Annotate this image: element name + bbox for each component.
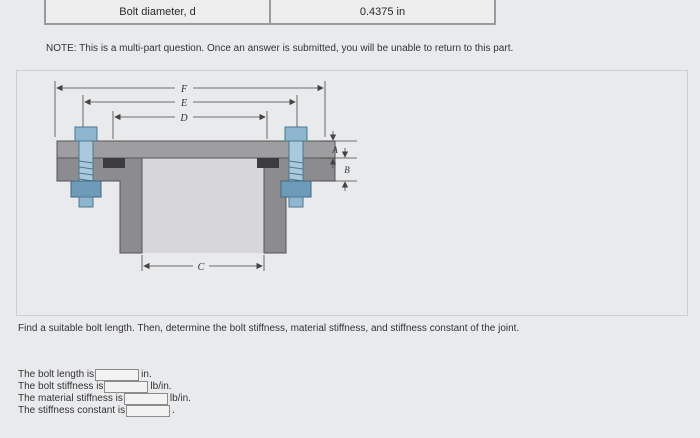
answer-unit: lb/in. bbox=[150, 381, 172, 392]
answer-row-bolt-length: The bolt length is in. bbox=[18, 368, 152, 382]
label-b: B bbox=[344, 165, 350, 175]
answer-row-stiffness-constant: The stiffness constant is. bbox=[18, 404, 175, 418]
answer-row-material-stiffness: The material stiffness is lb/in. bbox=[18, 392, 191, 406]
cover-plate bbox=[56, 140, 336, 159]
answer-unit: lb/in. bbox=[169, 393, 191, 404]
joint-diagram: F E D A B C bbox=[16, 70, 688, 316]
material-stiffness-input[interactable] bbox=[123, 393, 168, 405]
note-text: NOTE: This is a multi-part question. Onc… bbox=[46, 43, 514, 54]
label-c: C bbox=[198, 262, 205, 273]
gasket-left bbox=[103, 158, 125, 168]
label-d: D bbox=[179, 113, 188, 124]
left-bolt bbox=[70, 126, 102, 208]
answer-label: The bolt stiffness is bbox=[18, 381, 104, 392]
answer-unit: in. bbox=[141, 369, 152, 380]
answer-label: The stiffness constant is bbox=[18, 405, 126, 416]
answer-row-bolt-stiffness: The bolt stiffness is lb/in. bbox=[18, 380, 172, 394]
bolt-diameter-value: 0.4375 in bbox=[359, 5, 406, 18]
label-f: F bbox=[180, 84, 188, 95]
answer-label: The bolt length is bbox=[18, 369, 95, 380]
right-bolt bbox=[280, 126, 312, 208]
answer-unit: . bbox=[172, 405, 175, 416]
label-e: E bbox=[180, 98, 187, 109]
pipe-bore bbox=[142, 158, 264, 253]
gasket-right bbox=[257, 158, 279, 168]
joint-diagram-svg: F E D A B C bbox=[54, 81, 357, 273]
stiffness-constant-input[interactable] bbox=[126, 405, 171, 417]
bolt-diameter-label: Bolt diameter, d bbox=[46, 0, 271, 23]
answer-label: The material stiffness is bbox=[18, 393, 123, 404]
bolt-length-input[interactable] bbox=[95, 369, 140, 381]
bolt-diameter-row: Bolt diameter, d 0.4375 in bbox=[44, 0, 496, 25]
prompt-text: Find a suitable bolt length. Then, deter… bbox=[18, 323, 520, 334]
label-a: A bbox=[331, 145, 338, 155]
bolt-stiffness-input[interactable] bbox=[104, 381, 149, 393]
